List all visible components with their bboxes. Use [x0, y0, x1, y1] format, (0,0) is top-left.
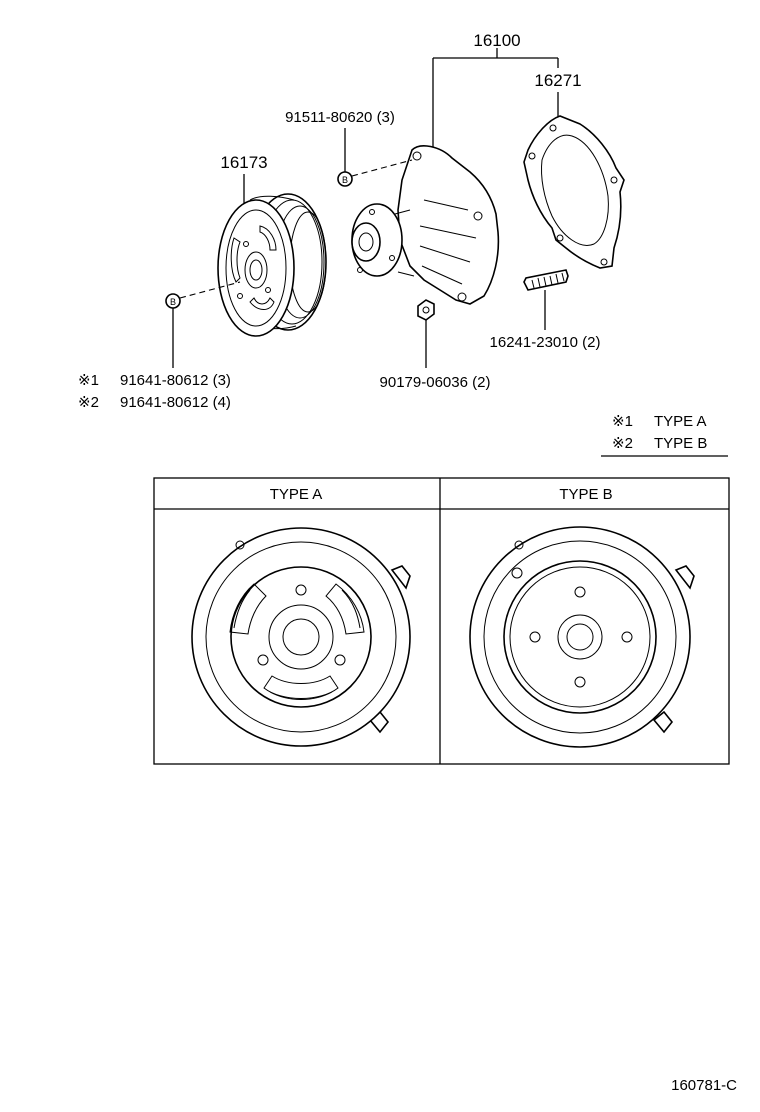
legend-note2-mark: ※2	[612, 435, 633, 452]
type-legend: ※1 TYPE A ※2 TYPE B	[601, 413, 728, 457]
callout-16173: 16173	[220, 153, 267, 172]
type-b-pulley-face	[469, 526, 695, 748]
callout-91511-80620: 91511-80620 (3)	[285, 109, 395, 126]
type-comparison-table: TYPE A TYPE B	[153, 477, 730, 765]
pump-assembly-bracket	[432, 48, 559, 148]
note2-mark: ※2	[78, 394, 99, 411]
washer-dashed-path	[179, 281, 241, 299]
callout-16100: 16100	[473, 31, 520, 50]
nut-part	[417, 299, 435, 321]
table-header-type-b: TYPE B	[559, 486, 612, 503]
legend-type-a: TYPE A	[654, 413, 707, 430]
b-mark-circle-bolt: B	[337, 171, 353, 187]
callout-90179-06036: 90179-06036 (2)	[380, 374, 491, 391]
legend-note1-mark: ※1	[612, 413, 633, 430]
svg-text:B: B	[342, 175, 348, 185]
type-a-pulley-face	[191, 527, 411, 747]
callout-91641-80612-type-b: 91641-80612 (4)	[120, 394, 231, 411]
water-pump-body	[351, 145, 500, 305]
callout-16241-23010: 16241-23010 (2)	[490, 334, 601, 351]
drawing-number: 160781-C	[671, 1077, 737, 1094]
b-mark-circle-washer: B	[165, 293, 181, 309]
stud-part	[523, 269, 569, 291]
table-header-type-a: TYPE A	[270, 486, 323, 503]
pulley-part	[217, 193, 327, 337]
note1-mark: ※1	[78, 372, 99, 389]
bolt-dashed-path	[351, 159, 413, 177]
callout-16271: 16271	[534, 71, 581, 90]
svg-text:B: B	[170, 297, 176, 307]
gasket-part	[523, 115, 625, 269]
legend-type-b: TYPE B	[654, 435, 707, 452]
callout-91641-80612-type-a: 91641-80612 (3)	[120, 372, 231, 389]
